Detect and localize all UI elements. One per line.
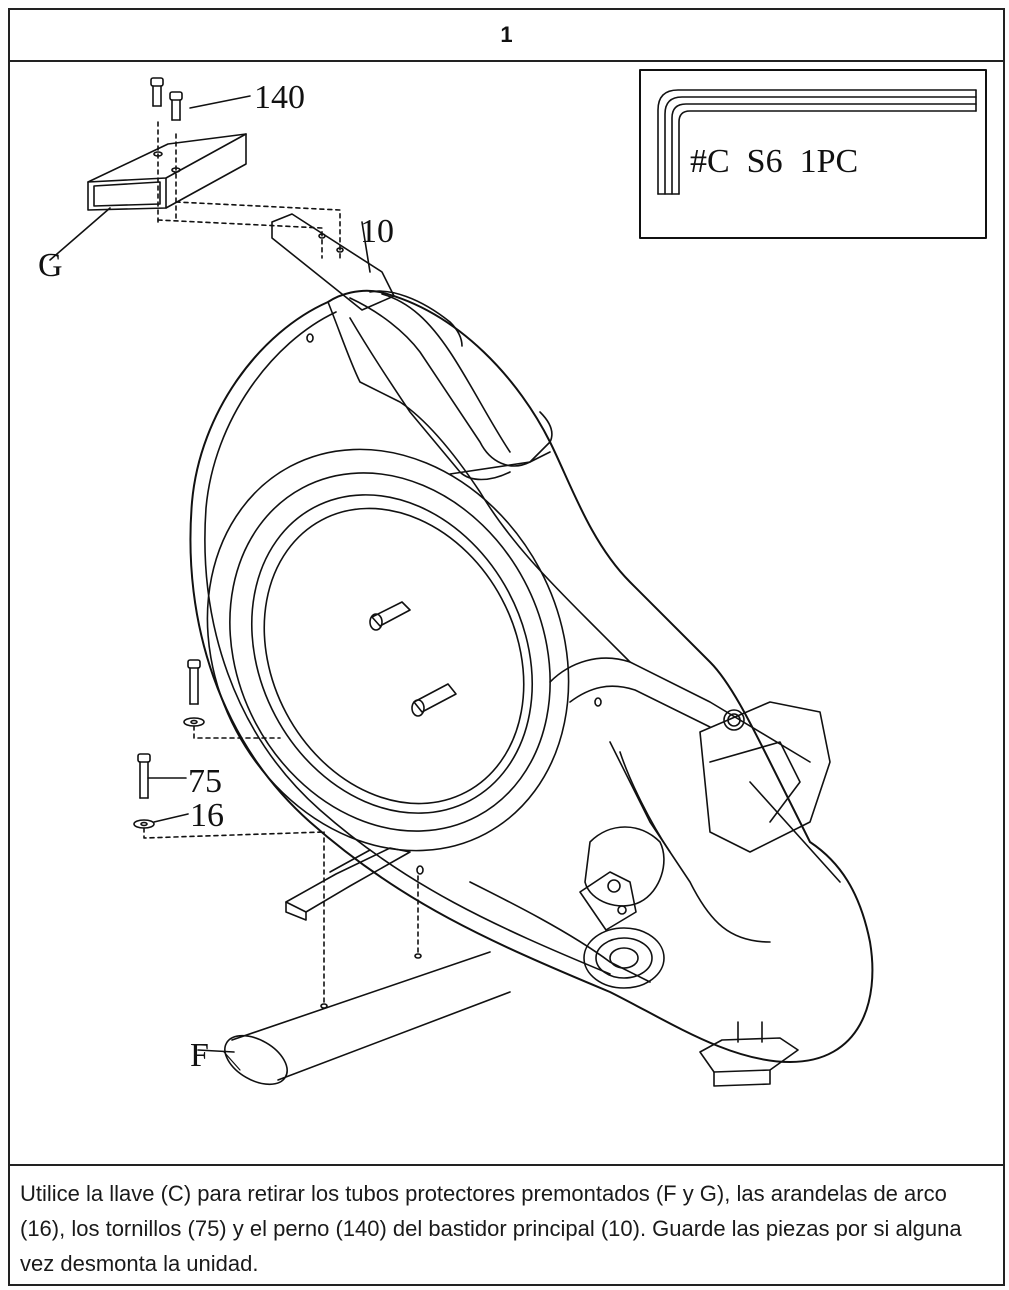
step-number: 1 <box>500 22 513 47</box>
main-housing-drawing <box>189 289 874 1087</box>
instruction-caption: Utilice la llave (C) para retirar los tu… <box>20 1181 962 1276</box>
label-F: F <box>190 1037 209 1074</box>
label-75: 75 <box>188 763 222 800</box>
bolt-140-drawing <box>150 77 251 121</box>
tube-F-drawing <box>197 831 511 1086</box>
screws-washers-drawing <box>133 659 325 839</box>
tool-label: #C S6 1PC <box>690 143 858 180</box>
exploded-view-drawing: 140 10 G 75 16 F #C S6 1PC <box>38 69 987 1087</box>
label-16: 16 <box>190 797 224 834</box>
step-header: 1 <box>10 10 1003 62</box>
assembly-diagram: 140 10 G 75 16 F #C S6 1PC <box>10 62 1003 1166</box>
tube-G-drawing <box>49 121 341 261</box>
label-G: G <box>38 247 63 284</box>
instruction-panel: 1 <box>8 8 1005 1286</box>
label-10: 10 <box>360 213 394 250</box>
label-140: 140 <box>254 79 305 116</box>
tool-box <box>639 69 987 239</box>
hex-key-icon <box>657 89 977 195</box>
foot-plate-drawing <box>285 847 411 921</box>
